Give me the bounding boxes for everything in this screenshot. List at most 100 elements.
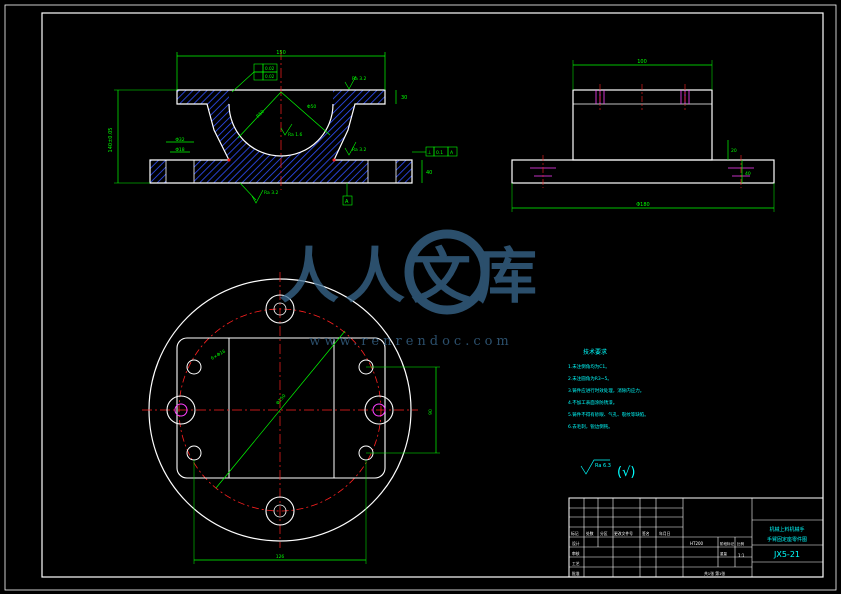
note-2: 2.未注圆角为R3~5。 [568,375,612,382]
watermark: 人人文库 www.renrendoc.com [279,229,543,349]
tb-label-mark: 标记 [571,531,579,536]
tb-label-sign: 签名 [642,531,650,536]
flatness-frame: 0.02 0.02 [231,63,278,93]
tb-part-name-2: 手臂固定座零件图 [767,536,807,543]
tb-label-zone: 分区 [600,531,608,536]
hole-ul [186,359,202,375]
radius-line-1 [237,91,282,139]
technical-notes: 技术要求 1.未注倒角均为C1。 2.未注圆角为R3~5。 3.铸件应进行时效处… [568,348,649,430]
side-view: 100 Φ180 20 40 [511,59,775,212]
roughness-r2: Ra 1.6 [280,123,303,138]
title-block [568,497,824,578]
tb-part-name-1: 机械上料机械手 [769,526,804,533]
radius-line-2 [280,91,331,136]
tol-parallelism: 0.02 [265,74,275,79]
hole-top [265,294,295,324]
dim-plan-hole-dia: 6×Φ16 [210,349,227,362]
hole-ll [186,445,202,461]
dim-arc-radius: R50 [255,109,266,120]
hole-bottom [265,496,295,526]
dim-side-top-width: 100 [637,59,647,65]
general-roughness-value: Ra 6.3 [595,463,611,469]
dim-slot-depth: Φ18 [175,147,184,153]
tol-perp-symbol: ⊥ [427,150,431,156]
plan-view: Φ150 6×Φ16 90 126 [142,272,440,564]
tol-flatness: 0.02 [265,66,275,71]
general-roughness: Ra 6.3 (√) [580,459,635,480]
tol-perp-value: 0.1 [436,150,443,156]
outer-frame [4,4,837,591]
watermark-text: 人人文库 [279,242,543,312]
roughness-r1: Ra 3.2 [344,75,367,90]
tb-row-approve: 批准 [572,571,580,576]
side-centerlines [542,84,742,188]
slot-right [367,159,397,184]
dim-plan-bolt-circle: Φ150 [275,393,287,406]
tb-stage: 阶段标记 [720,541,734,546]
dim-slot-width: Φ32 [175,137,184,143]
hole-right [364,395,394,425]
slot-left [165,159,195,184]
general-roughness-paren: (√) [617,465,635,480]
roughness-r4-text: Ra 3.2 [264,190,279,196]
roughness-r2-text: Ra 1.6 [288,132,303,138]
datum-a-marker: A [342,183,353,206]
dim-side-step-height: 20 [731,148,737,154]
hole-bottom-inner [273,504,287,518]
hole-top-inner [273,302,287,316]
tb-label-docno: 更改文件号 [614,531,633,536]
notes-heading: 技术要求 [583,348,607,356]
plan-diameter-line [215,330,346,489]
tb-row-design: 设计 [572,541,580,546]
tb-scale: 1:1 [738,553,745,558]
side-top-block [572,89,713,161]
tb-row-process: 工艺 [572,561,580,566]
title-block-text: 标记 处数 分区 更改文件号 签名 年月日 设计 审核 工艺 批准 HT200 … [571,526,807,576]
tb-label-count: 处数 [586,531,594,536]
front-section-view: 150 140±0.05 30 40 Φ32 Φ18 R50 Φ50 0.02 … [108,50,458,206]
tol-perp-datum: A [450,150,454,156]
roughness-r4: Ra 3.2 [239,182,279,204]
dim-arc-diameter: Φ50 [307,104,316,110]
dim-front-base-height: 40 [426,170,432,176]
plan-holes [166,294,394,526]
dim-plan-height: 90 [428,409,434,415]
watermark-logo-ring [404,229,490,315]
tb-scale-label: 比例 [737,541,745,546]
tb-material: HT200 [690,541,704,546]
dim-side-base-height: 40 [745,171,751,177]
hole-left-inner [174,403,188,417]
tb-drawing-number: JX5-21 [773,550,800,559]
dim-front-height-right: 30 [401,95,407,101]
note-5: 5.铸件不得有砂眼、气孔、裂纹等缺陷。 [568,411,649,418]
tb-sheet-info: 共1张 第1张 [704,571,725,576]
side-threads [530,90,754,177]
note-4: 4.不加工表面涂防锈漆。 [568,399,617,406]
note-1: 1.未注倒角均为C1。 [568,363,610,370]
dim-plan-width: 126 [276,554,285,560]
side-base [511,159,775,184]
front-outline [149,89,413,184]
inner-frame [41,12,824,578]
note-3: 3.铸件应进行时效处理，消除内应力。 [568,387,644,394]
center-point-left [227,158,231,162]
tb-weight: 重量 [720,551,728,556]
hole-left [166,395,196,425]
note-6: 6.去毛刺，锐边倒钝。 [568,423,613,430]
roughness-r1-text: Ra 3.2 [352,76,367,82]
arc-outline [228,103,334,157]
dim-front-width: 150 [276,50,286,56]
dim-front-height-left: 140±0.05 [108,128,114,153]
perpendicularity-frame: ⊥ 0.1 A [412,146,458,157]
tb-label-date: 年月日 [659,531,671,536]
hole-right-inner [372,403,386,417]
tb-row-review: 审核 [572,551,580,556]
center-point-right [332,158,336,162]
datum-a-label: A [345,199,349,205]
watermark-url: www.renrendoc.com [309,334,513,349]
plan-inner-rect [176,337,386,479]
dim-side-total-width: Φ180 [636,202,649,208]
roughness-r3-text: Ra 3.2 [352,147,367,153]
roughness-r3: Ra 3.2 [344,141,367,156]
